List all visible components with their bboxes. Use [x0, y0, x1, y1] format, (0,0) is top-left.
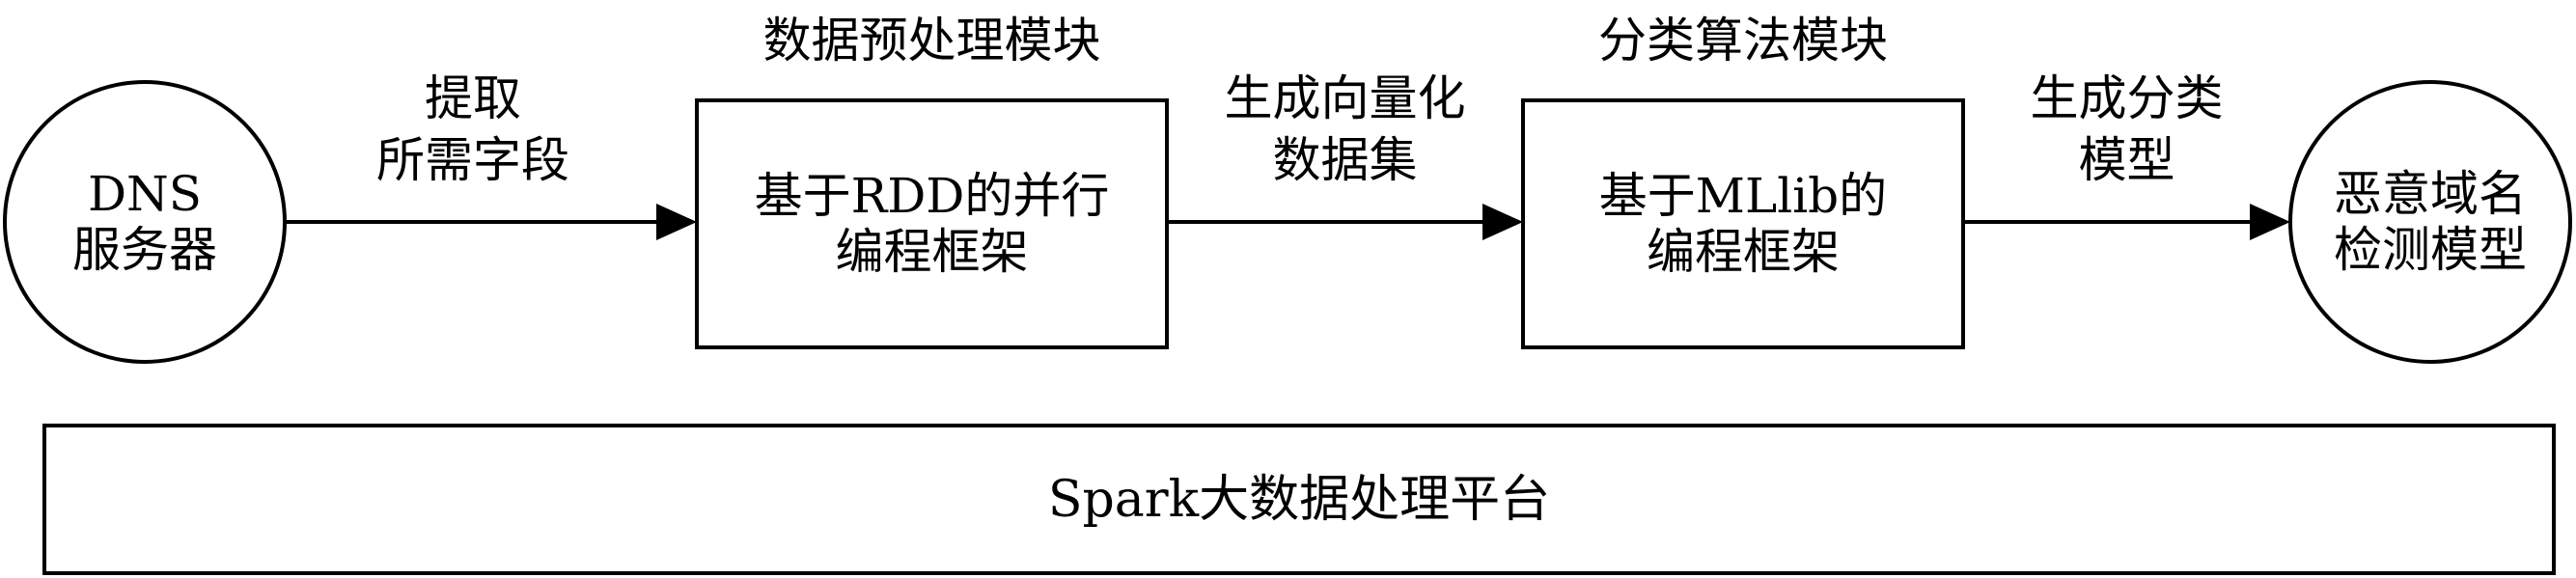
preprocess-box-line2: 编程框架 [835, 224, 1029, 280]
generate-model-label-line1: 生成分类 [2030, 70, 2224, 126]
arrow-vectorize [1167, 204, 1523, 240]
platform-bar [42, 424, 2556, 575]
dns-server-text: DNS 服务器 [5, 82, 285, 362]
preprocess-box [695, 98, 1169, 349]
classify-module-title: 分类算法模块 [1598, 13, 1888, 69]
preprocess-box-text: 基于RDD的并行 编程框架 [697, 100, 1167, 347]
generate-model-label-line2: 模型 [2078, 132, 2175, 188]
malicious-model-line2: 检测模型 [2334, 222, 2527, 278]
preprocess-box-line1: 基于RDD的并行 [754, 168, 1110, 224]
preprocess-module-title: 数据预处理模块 [762, 13, 1101, 69]
extract-label-line1: 提取 [425, 70, 521, 126]
vectorize-label-line2: 数据集 [1272, 132, 1418, 188]
extract-label: 提取 所需字段 [319, 68, 627, 191]
classify-box-line2: 编程框架 [1647, 224, 1840, 280]
dns-server-line1: DNS [87, 166, 203, 222]
malicious-model-line1: 恶意域名 [2334, 166, 2527, 222]
classify-box-text: 基于MLlib的 编程框架 [1523, 100, 1963, 347]
extract-label-line2: 所需字段 [376, 132, 569, 188]
generate-model-label: 生成分类 模型 [1963, 68, 2290, 191]
arrow-extract [285, 204, 697, 240]
vectorize-label-line1: 生成向量化 [1224, 70, 1466, 126]
arrow-generate-model [1963, 204, 2290, 240]
malicious-model-text: 恶意域名 检测模型 [2290, 82, 2570, 362]
dns-server-line2: 服务器 [72, 222, 217, 278]
platform-text: Spark大数据处理平台 [1047, 470, 1551, 529]
vectorize-label: 生成向量化 数据集 [1167, 68, 1523, 191]
classify-box-line1: 基于MLlib的 [1598, 168, 1888, 224]
